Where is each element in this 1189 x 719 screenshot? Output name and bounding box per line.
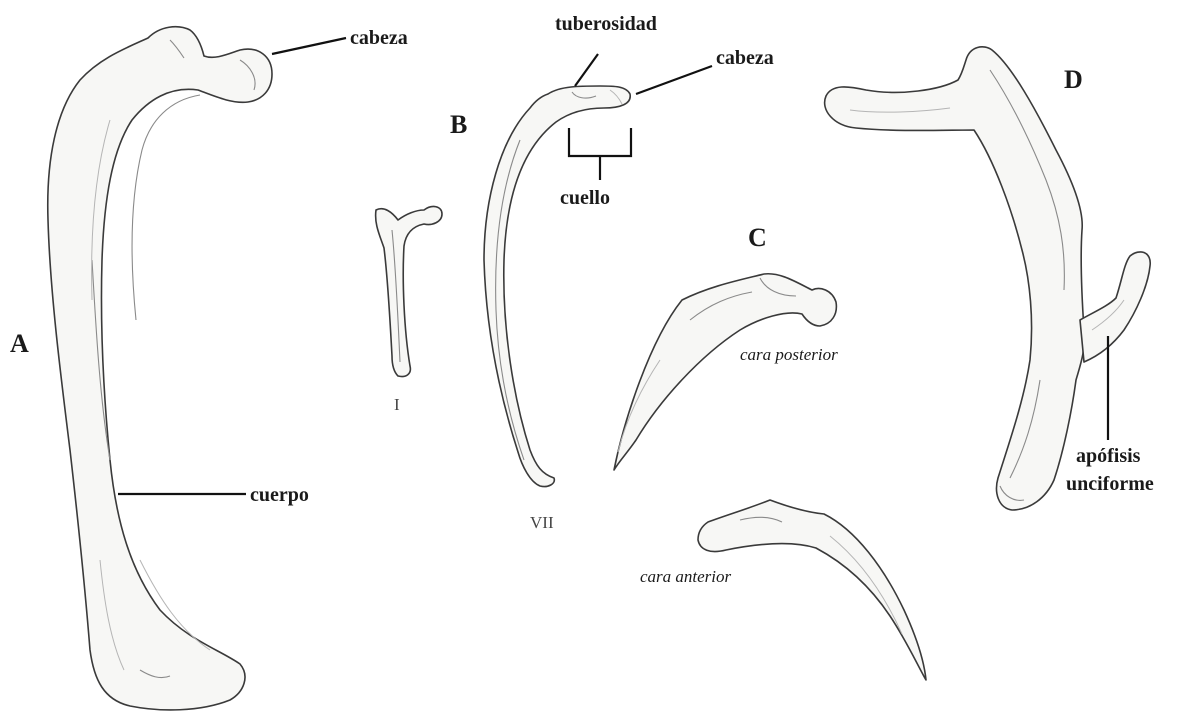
- label-unciforme: unciforme: [1066, 473, 1154, 495]
- rib-vii-drawing: [484, 86, 630, 487]
- label-cuerpo: cuerpo: [250, 484, 309, 506]
- panel-letter-a: A: [10, 329, 29, 358]
- panel-letter-d: D: [1064, 65, 1083, 94]
- panel-d: apófisis unciforme D: [825, 47, 1154, 510]
- label-apofisis: apófisis: [1076, 445, 1141, 467]
- rib-c-anterior-drawing: [698, 500, 926, 680]
- rib-number-vii: VII: [530, 513, 554, 532]
- label-cara-anterior: cara anterior: [640, 567, 732, 586]
- label-cabeza-a: cabeza: [350, 27, 408, 49]
- panel-letter-b: B: [450, 110, 467, 139]
- panel-letter-c: C: [748, 223, 767, 252]
- label-tuberosidad: tuberosidad: [555, 13, 657, 35]
- rib-d-drawing: [825, 47, 1085, 510]
- rib-number-i: I: [394, 395, 400, 414]
- rib-a-drawing: [48, 27, 272, 710]
- panel-a: cabeza cuerpo A: [10, 27, 408, 710]
- panel-b: tuberosidad cabeza cuello B I VII: [376, 13, 774, 532]
- rib-c-posterior-drawing: [614, 274, 836, 470]
- rib-i-drawing: [376, 207, 442, 377]
- label-cara-posterior: cara posterior: [740, 345, 838, 364]
- label-cabeza-b: cabeza: [716, 47, 774, 69]
- label-cuello: cuello: [560, 187, 610, 209]
- uncinate-process-drawing: [1080, 252, 1150, 362]
- panel-c: cara posterior cara anterior C: [614, 223, 926, 680]
